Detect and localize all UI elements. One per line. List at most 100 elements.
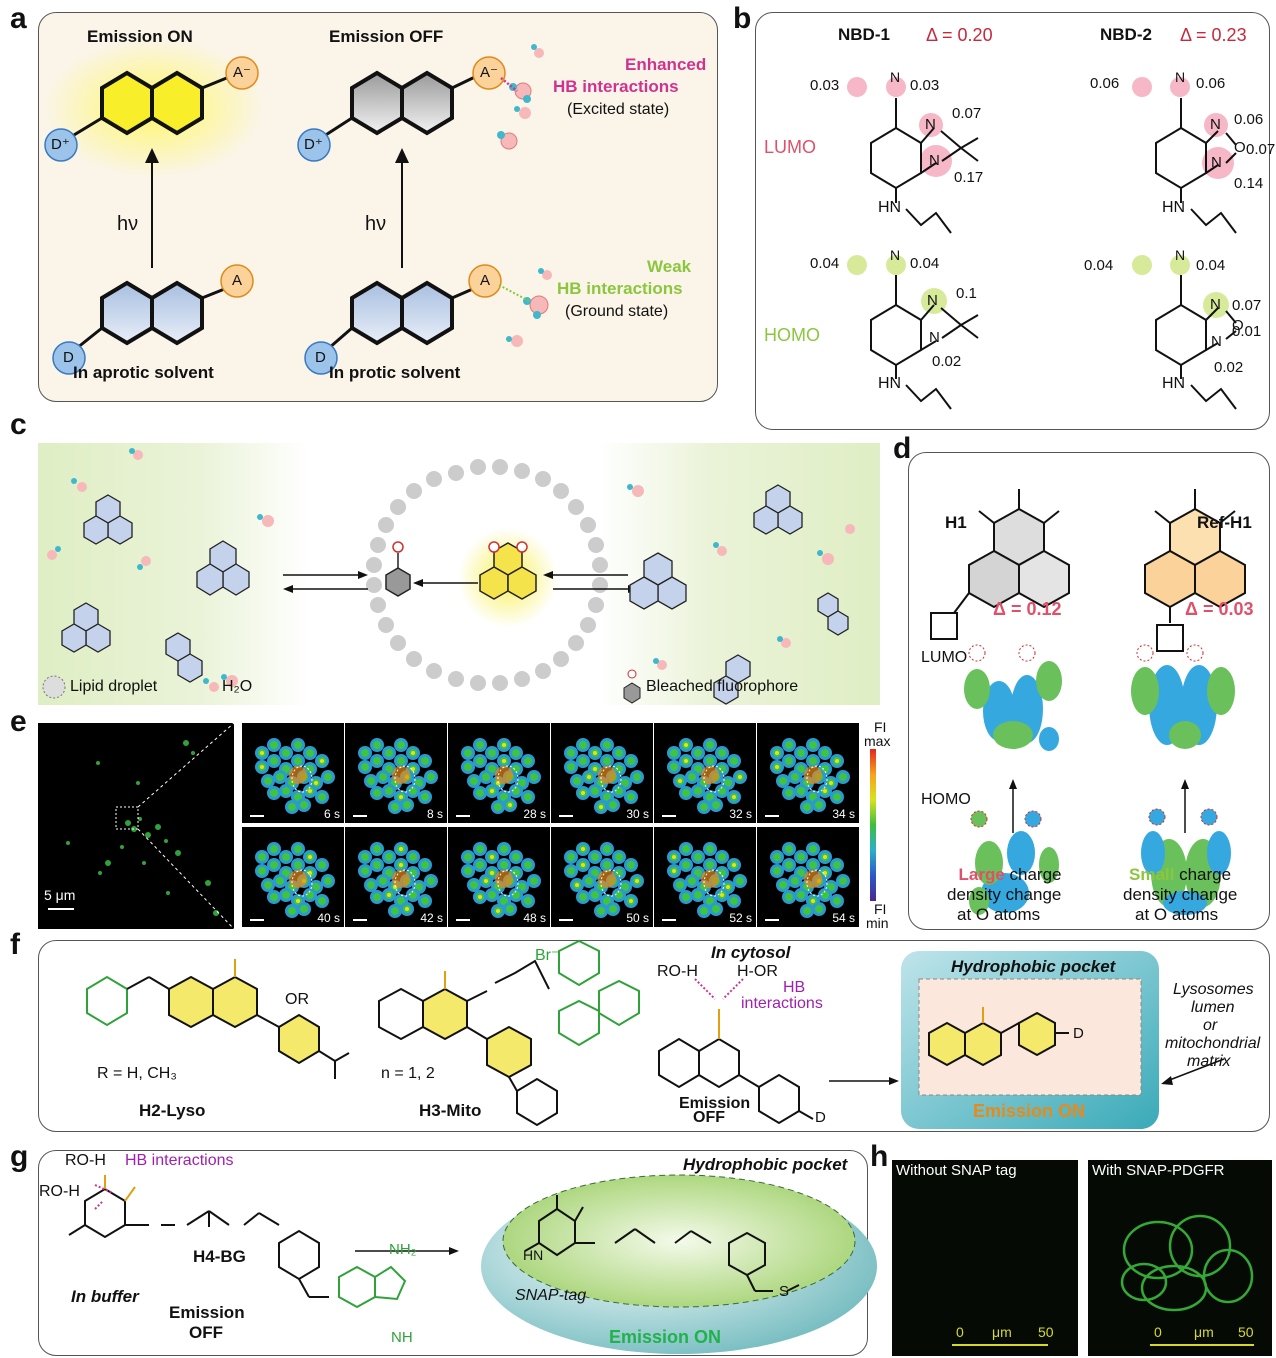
timelapse-frame: 54 s	[757, 827, 859, 927]
scale-0-without: 0	[956, 1324, 964, 1340]
naphthalene-ground-protic	[350, 280, 454, 346]
timelapse-frame: 30 s	[551, 723, 653, 823]
atom-n-3: N	[929, 152, 940, 169]
emission-on-f: Emission ON	[973, 1101, 1086, 1121]
panel-label-f: f	[10, 928, 20, 961]
atom-hn-4: HN	[1162, 375, 1186, 392]
atom-n-9: N	[929, 329, 940, 346]
frame-scalebar	[559, 815, 573, 817]
scale-50-with: 50	[1238, 1324, 1254, 1340]
br-label: Br⁻	[535, 947, 560, 964]
nbd2-delta: Δ = 0.23	[1180, 25, 1247, 45]
or-label: OR	[285, 991, 309, 1008]
large-at-o-text: at O atoms	[957, 905, 1041, 924]
h3-mito-structure	[378, 939, 640, 1127]
panel-f-graphics	[86, 939, 1225, 1129]
protic-label: In protic solvent	[329, 363, 461, 382]
fluorophores-outside-right	[629, 484, 849, 705]
frame-time-label: 50 s	[626, 911, 649, 925]
atom-n-8: N	[927, 292, 938, 309]
nh2-label: NH₂	[389, 1241, 417, 1258]
bleached-legend: Bleached fluorophore	[646, 678, 799, 695]
frame-scalebar	[765, 919, 779, 921]
frame-droplets	[770, 738, 850, 814]
atom-n-12: N	[1211, 333, 1222, 350]
atom-n-1: N	[890, 69, 901, 85]
scale-0-with: 0	[1154, 1324, 1162, 1340]
atom-n-4: N	[1175, 69, 1186, 85]
timelapse-frame: 40 s	[242, 827, 344, 927]
frame-time-label: 52 s	[729, 911, 752, 925]
n-def-label: n = 1, 2	[381, 1065, 435, 1082]
panel-label-b: b	[733, 2, 752, 35]
nbd1-homo-structure	[870, 275, 979, 410]
emission-off-label: Emission OFF	[329, 27, 444, 46]
nbd1-homo-v3: 0.1	[956, 285, 977, 302]
ref-h1-delta: Δ = 0.03	[1185, 599, 1254, 619]
panel-a-graphics	[44, 38, 552, 375]
overview-dots	[48, 723, 234, 929]
fluorophore-inside	[479, 542, 537, 600]
nbd2-homo-v2: 0.04	[1196, 257, 1226, 274]
atom-o-11: O	[1232, 317, 1244, 334]
ro-h2-label: RO-H	[39, 1183, 80, 1200]
panel-label-g: g	[10, 1140, 29, 1173]
naphthalene-ground-aprotic	[100, 280, 204, 346]
atom-n-2: N	[925, 116, 936, 133]
timelapse-frame: 48 s	[448, 827, 550, 927]
emission-off-f: Emission	[679, 1095, 751, 1112]
lys-label-2: lumen	[1191, 999, 1235, 1016]
cytosol-molecule	[658, 1009, 814, 1125]
h1-homo-orbital	[969, 810, 1059, 915]
water-molecules-a	[497, 44, 552, 347]
lys-label-5: matrix	[1187, 1053, 1231, 1070]
small-charge-text: Small charge	[1129, 865, 1231, 885]
panel-a: Emission ON Emission OFF Enhanced HB int…	[38, 12, 718, 402]
naphthalene-excited-aprotic	[100, 70, 204, 136]
ref-h1-structure	[1144, 489, 1246, 652]
small-charge-word: charge	[1179, 865, 1232, 884]
lipid-droplet-legend: Lipid droplet	[70, 678, 158, 695]
donor-plus-1: D⁺	[51, 136, 70, 153]
frame-scalebar	[662, 919, 676, 921]
excited-state-label: (Excited state)	[567, 101, 670, 118]
frame-time-label: 28 s	[523, 807, 546, 821]
frame-time-label: 40 s	[317, 911, 340, 925]
without-snap-image: Without SNAP tag 0 μm 50	[892, 1160, 1078, 1356]
atom-n-5: N	[1210, 116, 1221, 133]
small-at-o-text: at O atoms	[1135, 905, 1219, 924]
frame-scalebar	[353, 919, 367, 921]
d-label-f2: D	[1073, 1025, 1084, 1042]
frame-scalebar	[559, 919, 573, 921]
panel-h: Without SNAP tag 0 μm 50 With SNAP-PDGFR…	[892, 1160, 1272, 1356]
acceptor-1: A	[232, 272, 243, 289]
donor-plus-2: D⁺	[304, 136, 323, 153]
lumo-label-b: LUMO	[764, 137, 817, 157]
enhanced-hb-label-2: HB interactions	[553, 77, 679, 96]
lumo-label-d: LUMO	[921, 649, 968, 666]
scale-um-with: μm	[1194, 1324, 1214, 1340]
fi-min-label-2: min	[866, 915, 889, 931]
frame-scalebar	[250, 815, 264, 817]
off-label-g: OFF	[189, 1323, 223, 1342]
nbd2-lumo-structure	[1155, 98, 1237, 234]
frame-scalebar	[765, 815, 779, 817]
scale-50-without: 50	[1038, 1324, 1054, 1340]
fi-min-label: FI	[874, 901, 887, 917]
panel-label-e: e	[10, 705, 27, 738]
frame-droplets	[564, 842, 644, 918]
panel-label-d: d	[893, 432, 912, 465]
nbd1-lumo-v4: 0.17	[954, 169, 984, 186]
ro-h-left-label: RO-H	[657, 963, 698, 980]
large-word: Large	[958, 865, 1005, 884]
nbd2-homo-v5: 0.02	[1214, 359, 1244, 376]
panel-c-graphics	[38, 443, 880, 705]
frame-time-label: 34 s	[832, 807, 855, 821]
nbd1-homo-v4: 0.02	[932, 353, 962, 370]
h1-label: H1	[945, 513, 967, 532]
fluorophores-outside-left	[61, 494, 250, 683]
with-snap-image: With SNAP-PDGFR 0 μm 50	[1088, 1160, 1272, 1356]
nbd2-lumo-v4: 0.07	[1246, 141, 1276, 158]
in-buffer-label: In buffer	[71, 1287, 139, 1306]
